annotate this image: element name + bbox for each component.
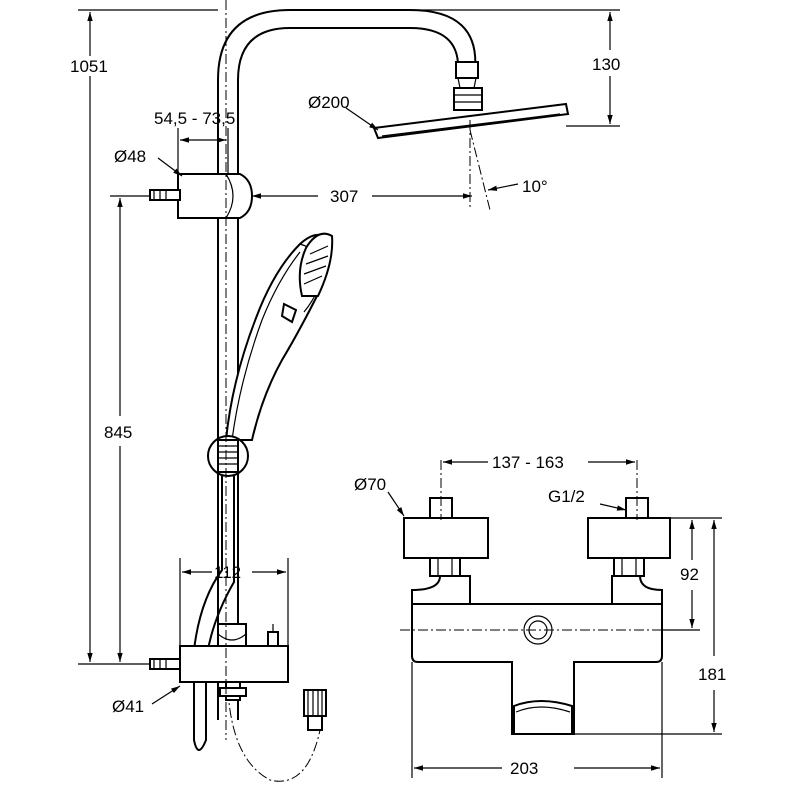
hand-shower <box>224 232 334 441</box>
label-overall-height: 1051 <box>70 57 108 76</box>
label-bracket-spacing: 845 <box>104 423 132 442</box>
label-wall-offset: 54,5 - 73,5 <box>154 109 235 128</box>
label-thread-size: G1/2 <box>548 487 585 506</box>
shower-head-plate <box>372 102 570 140</box>
label-head-drop: 130 <box>592 55 620 74</box>
label-inlet-centres: 137 - 163 <box>492 453 564 472</box>
diverter-body <box>149 623 289 701</box>
label-mixer-width: 203 <box>510 759 538 778</box>
dimension-lines <box>78 9 722 778</box>
head-nut <box>453 87 483 111</box>
label-inlet-cap-diameter: Ø70 <box>354 475 386 494</box>
upper-wall-bracket <box>149 173 254 219</box>
label-arm-reach: 307 <box>330 187 358 206</box>
label-diverter-width: 112 <box>214 563 241 582</box>
label-bracket-diameter: Ø48 <box>114 147 146 166</box>
label-inlet-to-centre: 92 <box>680 565 699 584</box>
label-head-diameter: Ø200 <box>308 93 350 112</box>
dimension-labels: 1051 845 130 Ø200 54,5 - 73,5 Ø48 307 10… <box>70 55 726 778</box>
hand-shower-holder <box>207 435 249 477</box>
label-mixer-height: 181 <box>698 665 726 684</box>
shower-hose <box>193 476 323 782</box>
thermostatic-mixer <box>403 497 671 735</box>
label-head-tilt: 10° <box>522 177 548 196</box>
shower-column <box>217 9 570 720</box>
label-lower-bracket-diameter: Ø41 <box>112 697 144 716</box>
head-swivel <box>455 61 479 79</box>
hose-end-nut <box>303 689 327 731</box>
